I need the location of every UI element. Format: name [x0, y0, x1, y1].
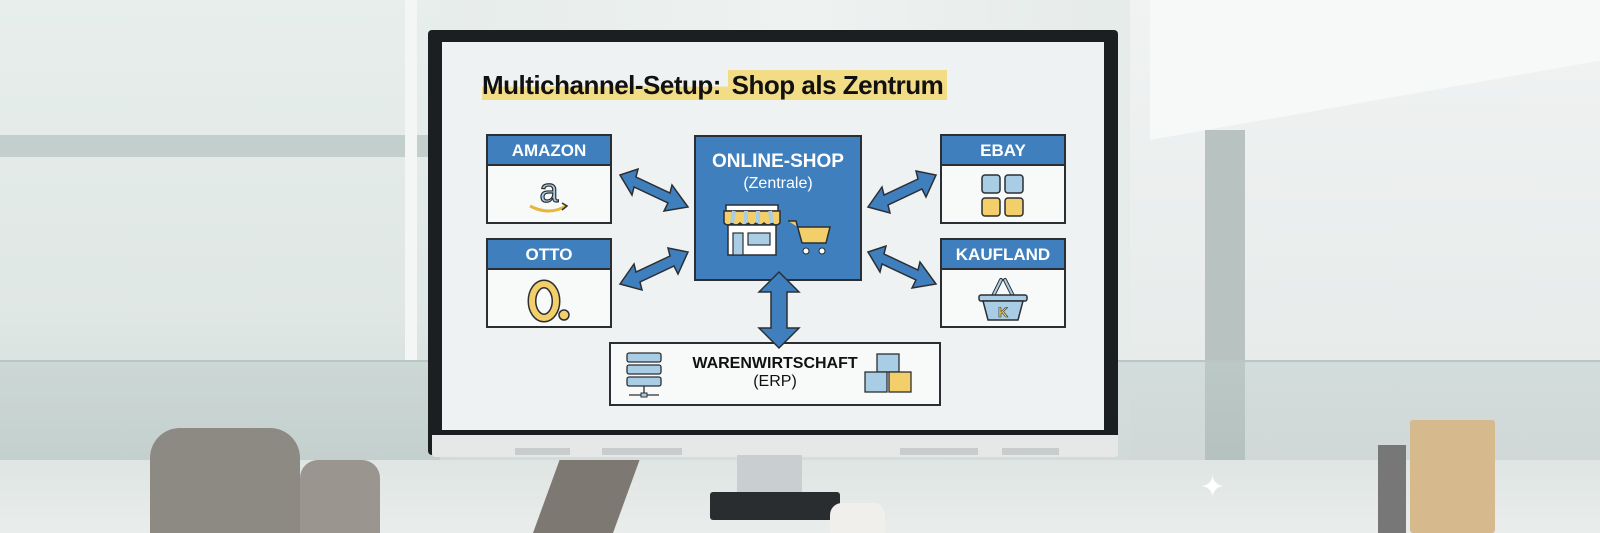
double-arrow-icon [866, 244, 938, 289]
channel-card-amazon: AMAZON a [486, 134, 612, 224]
channel-card-ebay: EBAY [940, 134, 1066, 224]
online-shop-center-card: ONLINE-SHOP (Zentrale) [694, 135, 862, 281]
sparkle-icon: ✦ [1200, 471, 1226, 504]
speaker-grille [1002, 448, 1059, 455]
double-arrow-icon [866, 170, 938, 215]
center-subtitle: (Zentrale) [743, 175, 813, 192]
erp-card: WARENWIRTSCHAFT (ERP) [609, 342, 941, 406]
window-frame [405, 0, 417, 360]
coffee-cup [830, 503, 885, 533]
channel-label: OTTO [488, 240, 610, 270]
channel-label: KAUFLAND [942, 240, 1064, 270]
ebay-grid-icon [942, 170, 1064, 222]
svg-text:K: K [998, 304, 1008, 320]
binder [1378, 445, 1406, 533]
speaker-grille [602, 448, 682, 455]
erp-title: WARENWIRTSCHAFT [692, 355, 858, 372]
boxes-icon [861, 350, 917, 405]
cardboard-folder [1410, 420, 1495, 533]
title-prefix: Multichannel-Setup: [482, 70, 728, 100]
monitor-screen: Multichannel-Setup: Shop als Zentrum AMA… [442, 42, 1104, 430]
speaker-grille [515, 448, 570, 455]
storefront-cart-icon [696, 201, 860, 266]
title-highlight: Shop als Zentrum [727, 70, 948, 100]
chair [150, 428, 300, 533]
erp-subtitle: (ERP) [753, 373, 797, 390]
chair [300, 460, 380, 533]
basket-k-icon: K [942, 274, 1064, 326]
channel-label: EBAY [942, 136, 1064, 166]
server-icon [625, 351, 663, 406]
channel-card-otto: OTTO [486, 238, 612, 328]
vertical-double-arrow-icon [757, 270, 801, 350]
otto-logo-icon [488, 274, 610, 326]
amazon-logo-icon: a [488, 170, 610, 222]
channel-label: AMAZON [488, 136, 610, 166]
monitor-base [710, 492, 840, 520]
channel-card-kaufland: KAUFLAND K [940, 238, 1066, 328]
double-arrow-icon [618, 167, 690, 212]
center-title: ONLINE-SHOP [712, 151, 844, 172]
wall-beam [0, 135, 440, 157]
double-arrow-icon [618, 247, 690, 292]
svg-text:a: a [540, 172, 559, 210]
speaker-grille [900, 448, 978, 455]
slide-title: Multichannel-Setup: Shop als Zentrum [482, 70, 948, 101]
